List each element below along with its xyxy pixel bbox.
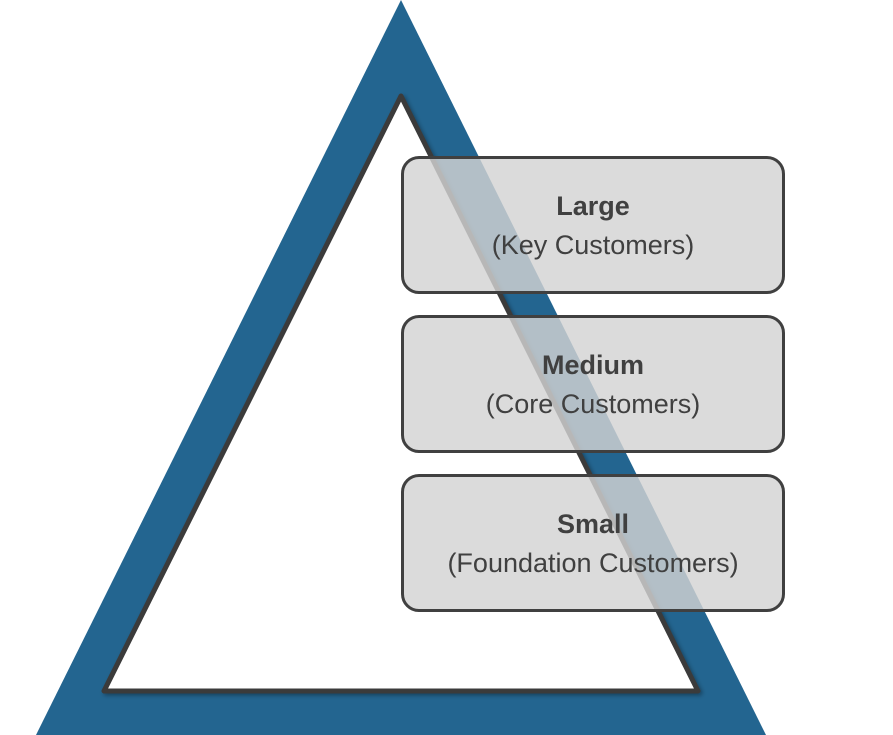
tier-subtitle: (Foundation Customers) [447, 548, 739, 578]
tier-subtitle: (Core Customers) [485, 389, 701, 419]
tier-title: Small [556, 509, 630, 539]
tier-box-small: Small (Foundation Customers) [401, 474, 785, 612]
tier-subtitle: (Key Customers) [491, 230, 695, 260]
tier-box-medium: Medium (Core Customers) [401, 315, 785, 453]
tier-box-large: Large (Key Customers) [401, 156, 785, 294]
tier-title: Large [556, 191, 630, 221]
tier-title: Medium [541, 350, 644, 380]
